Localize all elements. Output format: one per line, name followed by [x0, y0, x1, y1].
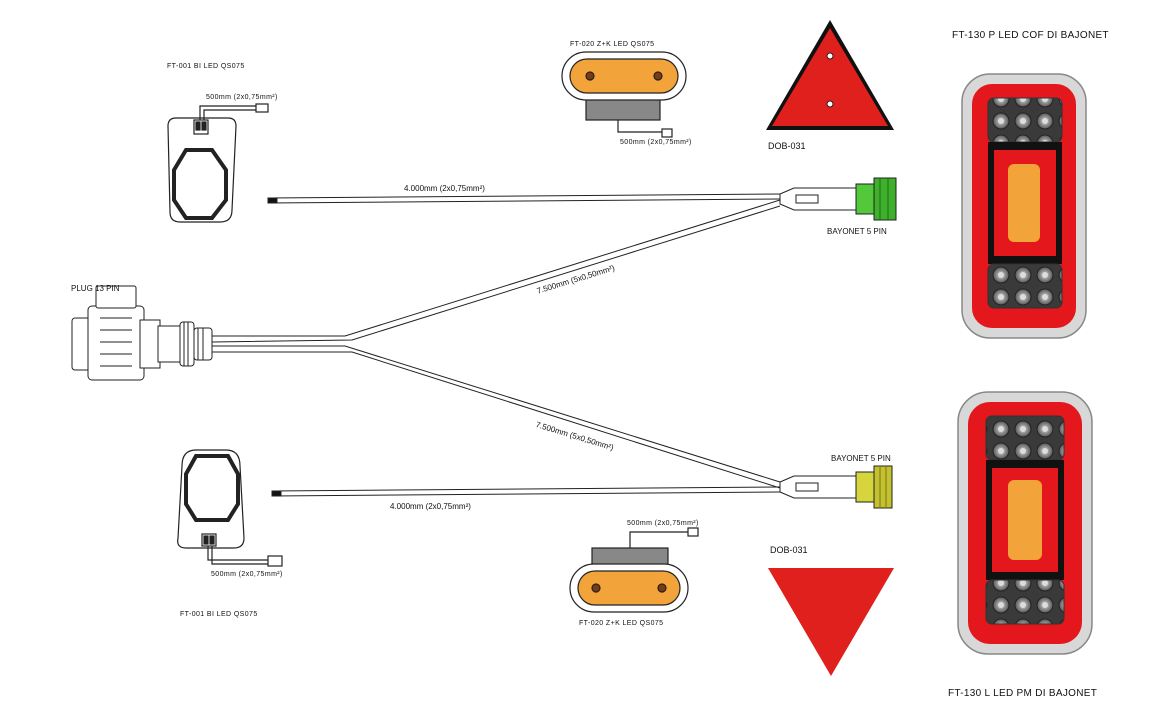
ft020-top-label: FT-020 Z+K LED QS075	[570, 41, 655, 48]
ft001-top-lamp	[167, 103, 269, 223]
ft001-bottom-cable-label: 500mm (2x0,75mm²)	[211, 571, 283, 578]
cable-upper-label: 4.000mm (2x0,75mm²)	[404, 184, 485, 193]
ft020-top-cable-label: 500mm (2x0,75mm²)	[620, 139, 692, 146]
ft020-bottom-cable-label: 500mm (2x0,75mm²)	[627, 520, 699, 527]
dob031-top-label: DOB-031	[768, 141, 806, 151]
cable-lower	[271, 486, 781, 497]
dob031-top-triangle	[766, 20, 894, 130]
ft001-bottom-label: FT-001 BI LED QS075	[180, 611, 258, 618]
bayonet-lower	[779, 465, 893, 509]
plug-13-pin-label: PLUG 13 PIN	[71, 284, 120, 293]
cable-lower-label: 4.000mm (2x0,75mm²)	[390, 502, 471, 511]
dob031-bottom-triangle	[768, 568, 894, 676]
ft130-top-lamp	[961, 73, 1087, 339]
ft130-bottom-lamp	[957, 391, 1093, 655]
ft001-bottom-lamp	[177, 449, 283, 567]
bayonet-lower-label: BAYONET 5 PIN	[831, 454, 891, 463]
cable-diagonal-upper	[211, 199, 781, 343]
cable-upper	[267, 193, 781, 204]
dob031-bottom-label: DOB-031	[770, 545, 808, 555]
ft130-top-label: FT-130 P LED COF DI BAJONET	[952, 30, 1109, 41]
ft020-top-lamp	[561, 51, 687, 138]
ft020-bottom-lamp	[569, 527, 699, 613]
ft001-top-cable-label: 500mm (2x0,75mm²)	[206, 94, 278, 101]
ft001-top-label: FT-001 BI LED QS075	[167, 63, 245, 70]
cable-diagonal-lower	[212, 345, 781, 489]
bayonet-upper	[779, 177, 897, 221]
plug-13-pin	[71, 285, 213, 381]
ft130-bottom-label: FT-130 L LED PM DI BAJONET	[948, 688, 1098, 699]
bayonet-upper-label: BAYONET 5 PIN	[827, 227, 887, 236]
ft020-bottom-label: FT-020 Z+K LED QS075	[579, 620, 664, 627]
